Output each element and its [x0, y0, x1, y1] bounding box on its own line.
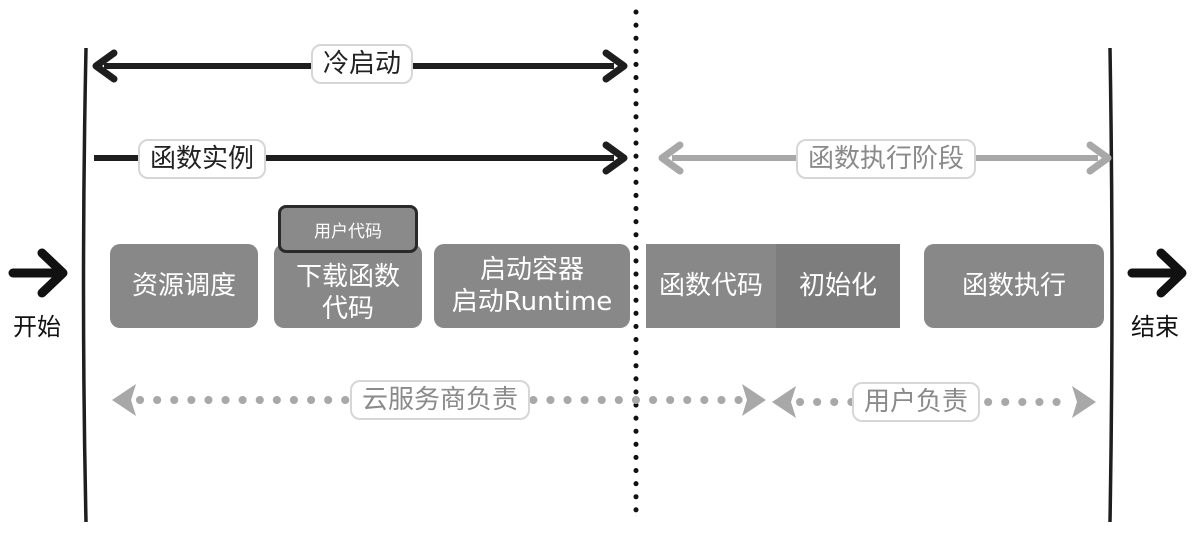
exec-phase-label: 函数执行阶段	[796, 139, 977, 179]
function-execution-box: 函数执行	[924, 244, 1104, 328]
start-label: 开始	[13, 313, 61, 341]
function-code-box: 函数代码	[646, 244, 776, 328]
start-arrow-icon	[8, 248, 68, 298]
function-execution-text: 函数执行	[961, 271, 1066, 301]
download-code-text-line1: 下载函数	[295, 262, 400, 292]
user-arrow-head-right	[1072, 386, 1096, 418]
provider-responsibility-label: 云服务商负责	[350, 380, 531, 420]
exec-phase-arrow-head-left	[658, 141, 684, 175]
initialize-text: 初始化	[798, 271, 877, 301]
provider-arrow-head-left	[112, 384, 136, 416]
end-arrow-icon	[1127, 248, 1187, 298]
start-container-box: 启动容器 启动Runtime	[434, 244, 630, 328]
resource-scheduling-text: 资源调度	[131, 271, 236, 301]
user-arrow-head-left	[772, 386, 796, 418]
cold-start-arrow-head-left	[92, 49, 118, 83]
end-boundary-line	[1108, 47, 1114, 523]
function-instance-arrow-head	[602, 141, 628, 175]
cold-start-label: 冷启动	[311, 44, 414, 84]
exec-phase-arrow-head-right	[1086, 141, 1112, 175]
cold-start-arrow-head-right	[602, 49, 628, 83]
start-container-text-line1: 启动容器	[479, 255, 584, 285]
initialize-box: 初始化	[776, 244, 900, 328]
function-instance-label: 函数实例	[138, 139, 267, 179]
user-code-tag: 用户代码	[278, 205, 418, 253]
start-container-text-line2: 启动Runtime	[451, 287, 613, 317]
function-code-text: 函数代码	[658, 271, 763, 301]
end-label: 结束	[1131, 313, 1179, 341]
download-code-box: 下载函数 代码	[274, 244, 422, 328]
provider-arrow-head-right	[742, 384, 766, 416]
user-responsibility-label: 用户负责	[852, 382, 981, 422]
download-code-text-line2: 代码	[321, 294, 374, 324]
resource-scheduling-box: 资源调度	[110, 244, 258, 328]
start-boundary-line	[81, 47, 88, 523]
